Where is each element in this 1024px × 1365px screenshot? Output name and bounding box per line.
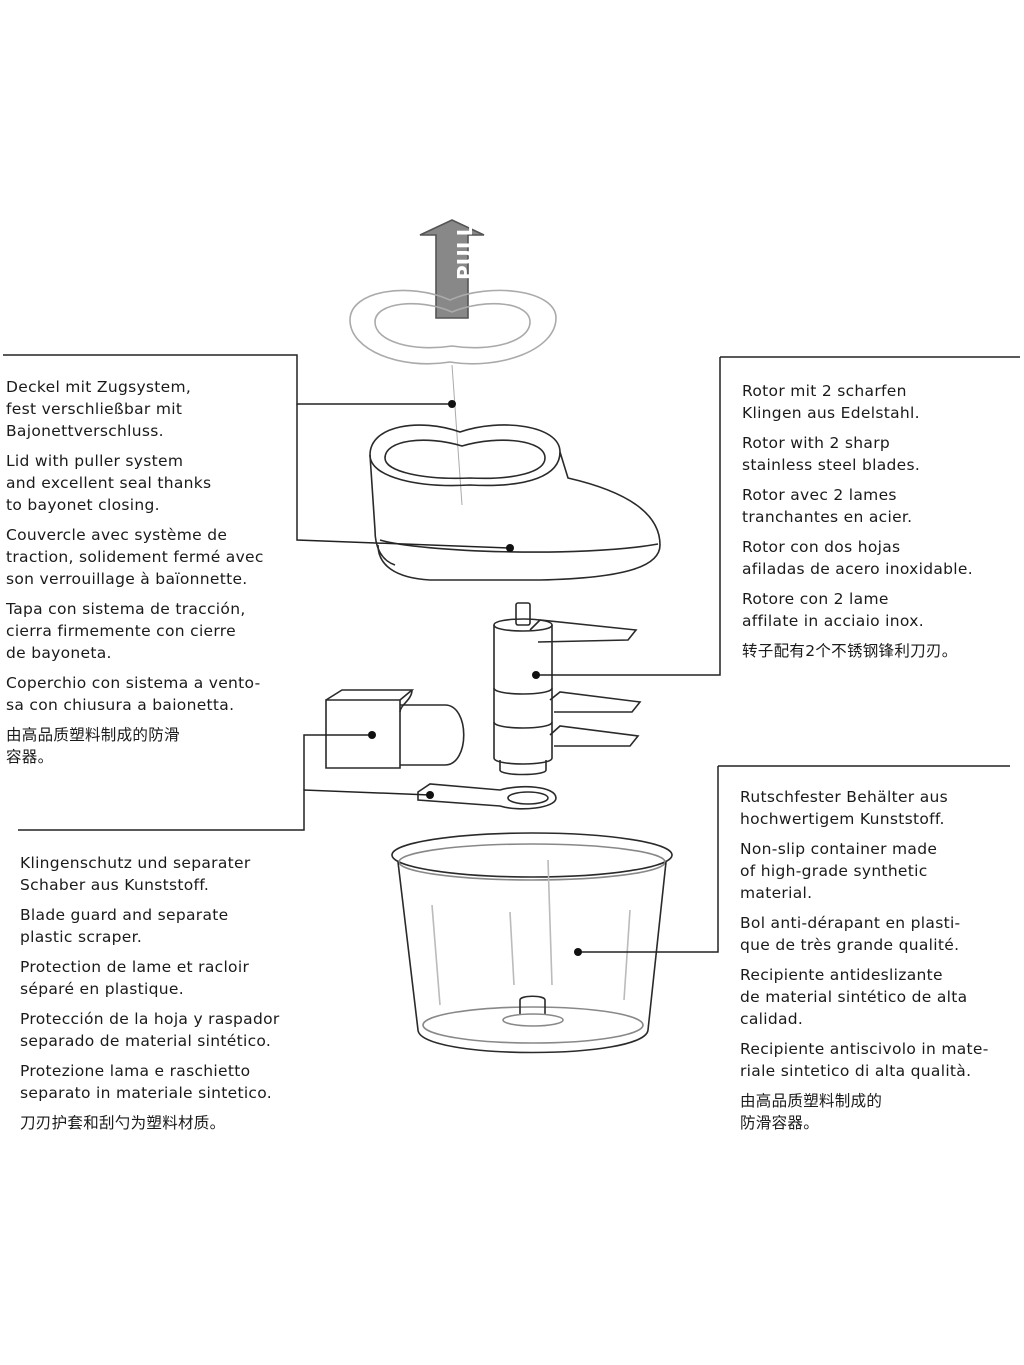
rotor-fr: Rotor avec 2 lames tranchantes en acier.: [742, 486, 913, 526]
leader-lines: [3, 354, 1020, 953]
rotor-es: Rotor con dos hojas afiladas de acero in…: [742, 538, 973, 578]
lid-zh: 由高品质塑料制成的防滑 容器。: [6, 726, 180, 766]
blade-guard-en: Blade guard and separate plastic scraper…: [20, 906, 229, 946]
lid-description: Deckel mit Zugsystem, fest verschließbar…: [6, 376, 296, 776]
rotor-part: [493, 602, 642, 776]
blade-guard-description: Klingenschutz und separater Schaber aus …: [20, 852, 310, 1142]
lid-body: [369, 424, 661, 581]
blade-guard-zh: 刀刃护套和刮勺为塑料材质。: [20, 1114, 226, 1132]
rotor-de: Rotor mit 2 scharfen Klingen aus Edelsta…: [742, 382, 920, 422]
lid-fr: Couvercle avec système de traction, soli…: [6, 526, 264, 588]
rotor-it: Rotore con 2 lame affilate in acciaio in…: [742, 590, 924, 630]
scraper-part: [417, 783, 557, 810]
pull-label: PULL: [453, 223, 477, 280]
container-en: Non-slip container made of high-grade sy…: [740, 840, 938, 902]
blade-guard-es: Protección de la hoja y raspador separad…: [20, 1010, 280, 1050]
blade-guard-part: [325, 689, 465, 769]
lid-es: Tapa con sistema de tracción, cierra fir…: [6, 600, 246, 662]
container-fr: Bol anti-dérapant en plasti- que de très…: [740, 914, 961, 954]
blade-guard-it: Protezione lama e raschietto separato in…: [20, 1062, 272, 1102]
container-bowl: [391, 832, 673, 1054]
container-description: Rutschfester Behälter aus hochwertigem K…: [740, 786, 1020, 1142]
lid-puller-cap: [349, 289, 557, 365]
container-it: Recipiente antiscivolo in mate- riale si…: [740, 1040, 989, 1080]
blade-guard-fr: Protection de lame et racloir séparé en …: [20, 958, 250, 998]
lid-de: Deckel mit Zugsystem, fest verschließbar…: [6, 378, 192, 440]
rotor-description: Rotor mit 2 scharfen Klingen aus Edelsta…: [742, 380, 1022, 670]
container-de: Rutschfester Behälter aus hochwertigem K…: [740, 788, 948, 828]
rotor-en: Rotor with 2 sharp stainless steel blade…: [742, 434, 921, 474]
rotor-zh: 转子配有2个不锈钢锋利刀刃。: [742, 642, 958, 660]
container-es: Recipiente antideslizante de material si…: [740, 966, 968, 1028]
lid-en: Lid with puller system and excellent sea…: [6, 452, 212, 514]
lid-it: Coperchio con sistema a vento- sa con ch…: [6, 674, 261, 714]
container-zh: 由高品质塑料制成的 防滑容器。: [740, 1092, 883, 1132]
blade-guard-de: Klingenschutz und separater Schaber aus …: [20, 854, 251, 894]
